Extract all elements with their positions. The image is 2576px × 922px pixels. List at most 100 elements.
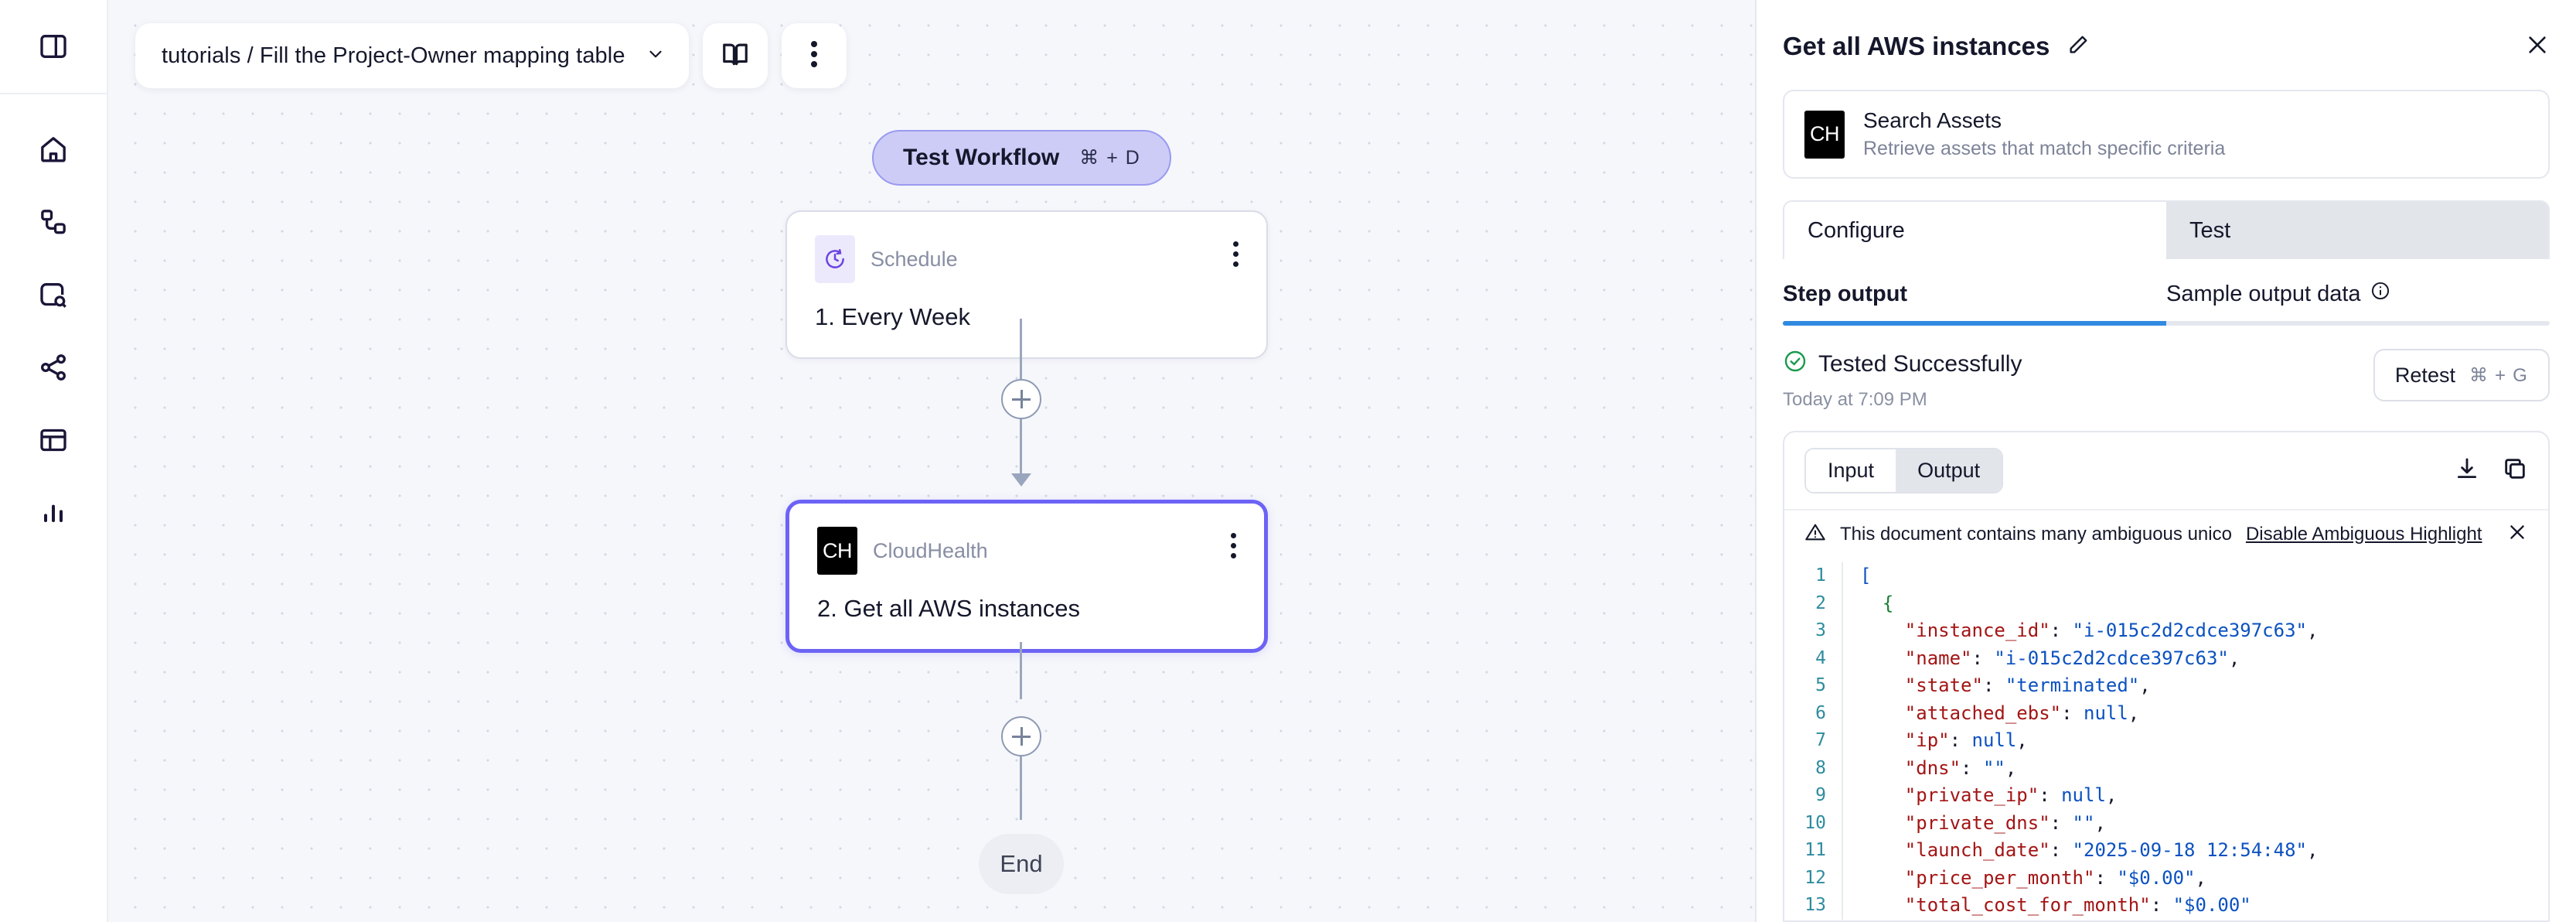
test-status-block: Tested Successfully Today at 7:09 PM: [1783, 349, 2022, 411]
workflow-node-cloudhealth[interactable]: CH CloudHealth 2. Get all AWS instances: [785, 500, 1268, 653]
connector-arrow: [1011, 473, 1031, 487]
asset-description: Retrieve assets that match specific crit…: [1863, 138, 2226, 159]
line-number: 4: [1815, 647, 1826, 668]
code-line: 3 "instance_id": "i-015c2d2cdce397c63",: [1784, 617, 2548, 645]
code-text: "ip": null,: [1842, 727, 2028, 755]
code-line: 6 "attached_ebs": null,: [1784, 699, 2548, 727]
pencil-icon[interactable]: [2067, 33, 2090, 60]
panel-header: Get all AWS instances: [1783, 22, 2550, 71]
left-sidebar: [0, 0, 108, 922]
workflow-node-schedule[interactable]: Schedule 1. Every Week: [785, 210, 1268, 359]
subtab-sample-output-label: Sample output data: [2166, 281, 2361, 306]
docs-button[interactable]: [702, 23, 768, 88]
sidebar-item-workflows[interactable]: [24, 200, 83, 244]
node-menu-button[interactable]: [1231, 533, 1236, 558]
node-menu-button[interactable]: [1233, 241, 1239, 267]
line-number: 11: [1804, 840, 1826, 860]
code-text: "dns": "",: [1842, 754, 2016, 782]
check-circle-icon: [1783, 349, 1808, 380]
selected-action-card[interactable]: CH Search Assets Retrieve assets that ma…: [1783, 90, 2550, 179]
code-line: 8 "dns": "",: [1784, 754, 2548, 782]
subtab-step-output[interactable]: Step output: [1783, 281, 2166, 321]
input-output-toggle: Input Output: [1804, 448, 2004, 493]
sidebar-item-connections[interactable]: [24, 345, 83, 390]
test-workflow-button[interactable]: Test Workflow ⌘ + D: [872, 130, 1172, 186]
tab-configure[interactable]: Configure: [1784, 202, 2166, 259]
warning-close-icon[interactable]: [2506, 521, 2528, 547]
json-output-viewer[interactable]: 1[2 {3 "instance_id": "i-015c2d2cdce397c…: [1784, 559, 2548, 920]
add-step-button-1[interactable]: [1001, 379, 1041, 419]
code-text: "state": "terminated",: [1842, 672, 2151, 700]
code-text: "attached_ebs": null,: [1842, 699, 2139, 727]
add-step-button-2[interactable]: [1001, 716, 1041, 756]
code-line: 1[: [1784, 562, 2548, 590]
connector-line: [1020, 419, 1022, 480]
code-line: 9 "private_ip": null,: [1784, 782, 2548, 810]
ambiguous-unicode-warning: This document contains many ambiguous un…: [1784, 509, 2548, 559]
test-status-row: Tested Successfully Today at 7:09 PM Ret…: [1783, 349, 2550, 411]
toggle-output[interactable]: Output: [1896, 449, 2002, 492]
sidebar-item-search[interactable]: [24, 272, 83, 317]
panel-toggle-icon: [38, 31, 69, 62]
output-toolbar: Input Output: [1784, 432, 2548, 509]
cloudhealth-logo-icon: CH: [1804, 110, 1845, 159]
code-text: "instance_id": "i-015c2d2cdce397c63",: [1842, 617, 2318, 645]
subtab-sample-output-data[interactable]: Sample output data: [2166, 281, 2550, 321]
sidebar-item-home[interactable]: [24, 127, 83, 172]
sidebar-item-analytics[interactable]: [24, 490, 83, 535]
code-line: 4 "name": "i-015c2d2cdce397c63",: [1784, 644, 2548, 672]
subtab-progress-fill: [1783, 321, 2166, 326]
line-number: 8: [1815, 757, 1826, 778]
code-text: {: [1842, 589, 1893, 617]
table-icon: [38, 425, 69, 456]
workflows-icon: [38, 207, 69, 237]
warning-message: This document contains many ambiguous un…: [1840, 523, 2232, 545]
retest-label: Retest: [2394, 363, 2455, 387]
node-title: 2. Get all AWS instances: [817, 595, 1081, 622]
toolbar-more-button[interactable]: [781, 23, 847, 88]
panel-toggle-button[interactable]: [24, 24, 83, 69]
code-text: "private_ip": null,: [1842, 782, 2117, 810]
close-icon[interactable]: [2525, 32, 2550, 61]
test-workflow-shortcut: ⌘ + D: [1079, 147, 1141, 169]
test-workflow-label: Test Workflow: [903, 145, 1060, 170]
sidebar-item-tables[interactable]: [24, 418, 83, 463]
asset-name: Search Assets: [1863, 108, 2002, 132]
bar-chart-icon: [38, 497, 69, 528]
page-title: Get all AWS instances: [1783, 32, 2050, 60]
share-network-icon: [38, 352, 69, 383]
sidebar-top: [0, 0, 107, 94]
search-chat-icon: [38, 279, 69, 310]
info-icon[interactable]: [2370, 281, 2390, 307]
connector-line: [1020, 642, 1022, 699]
toggle-input[interactable]: Input: [1806, 449, 1896, 492]
panel-subtabs: Step output Sample output data: [1783, 259, 2550, 321]
retest-button[interactable]: Retest ⌘ + G: [2373, 349, 2550, 401]
line-number: 12: [1804, 867, 1826, 888]
line-number: 10: [1804, 812, 1826, 833]
line-number: 9: [1815, 785, 1826, 805]
workflow-path-label: tutorials / Fill the Project-Owner mappi…: [162, 43, 625, 68]
output-actions: [2454, 456, 2528, 486]
status-badge: Tested Successfully: [1783, 349, 2022, 380]
home-icon: [38, 134, 69, 165]
code-text: [: [1842, 562, 1871, 590]
canvas-toolbar: tutorials / Fill the Project-Owner mappi…: [135, 23, 847, 88]
download-icon[interactable]: [2454, 456, 2480, 486]
chevron-down-icon: [646, 44, 666, 68]
copy-icon[interactable]: [2502, 456, 2528, 486]
workflow-path-dropdown[interactable]: tutorials / Fill the Project-Owner mappi…: [135, 23, 689, 88]
line-number: 6: [1815, 702, 1826, 723]
code-text: "price_per_month": "$0.00",: [1842, 864, 2206, 892]
disable-ambiguous-highlight-link[interactable]: Disable Ambiguous Highlight: [2245, 523, 2482, 545]
node-title: 1. Every Week: [815, 303, 971, 330]
node-app-name: Schedule: [871, 247, 958, 271]
code-line: 5 "state": "terminated",: [1784, 672, 2548, 700]
code-line: 11 "launch_date": "2025-09-18 12:54:48",: [1784, 837, 2548, 865]
line-number: 3: [1815, 620, 1826, 640]
tab-test[interactable]: Test: [2166, 202, 2548, 259]
code-text: "total_cost_for_month": "$0.00": [1842, 892, 2251, 920]
code-line: 7 "ip": null,: [1784, 727, 2548, 755]
sidebar-items: [24, 94, 83, 535]
